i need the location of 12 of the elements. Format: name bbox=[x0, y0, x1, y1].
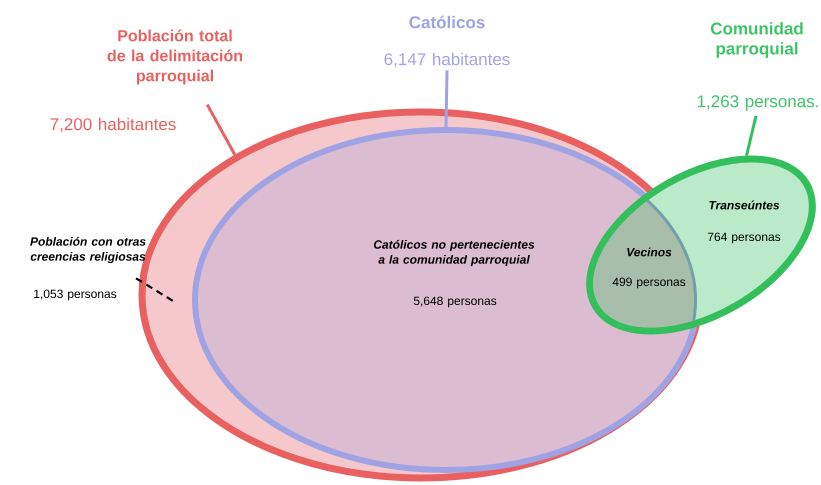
leader-line bbox=[135, 277, 176, 303]
heading: Católicos bbox=[409, 16, 485, 28]
heading: Población total de la delimitación parroquial bbox=[108, 29, 242, 85]
count-label: 1,263 personas. bbox=[698, 95, 818, 111]
count-label: 7,200 habitantes bbox=[50, 118, 176, 132]
region-label: Transeúntes bbox=[709, 200, 780, 210]
heading: Comunidad parroquial bbox=[710, 22, 803, 58]
leader-line bbox=[444, 70, 448, 128]
leader-line bbox=[745, 116, 758, 156]
count-label: 764 personas bbox=[708, 232, 780, 244]
count-label: 1,053 personas bbox=[34, 290, 116, 300]
count-label: 6,147 habitantes bbox=[384, 52, 510, 68]
